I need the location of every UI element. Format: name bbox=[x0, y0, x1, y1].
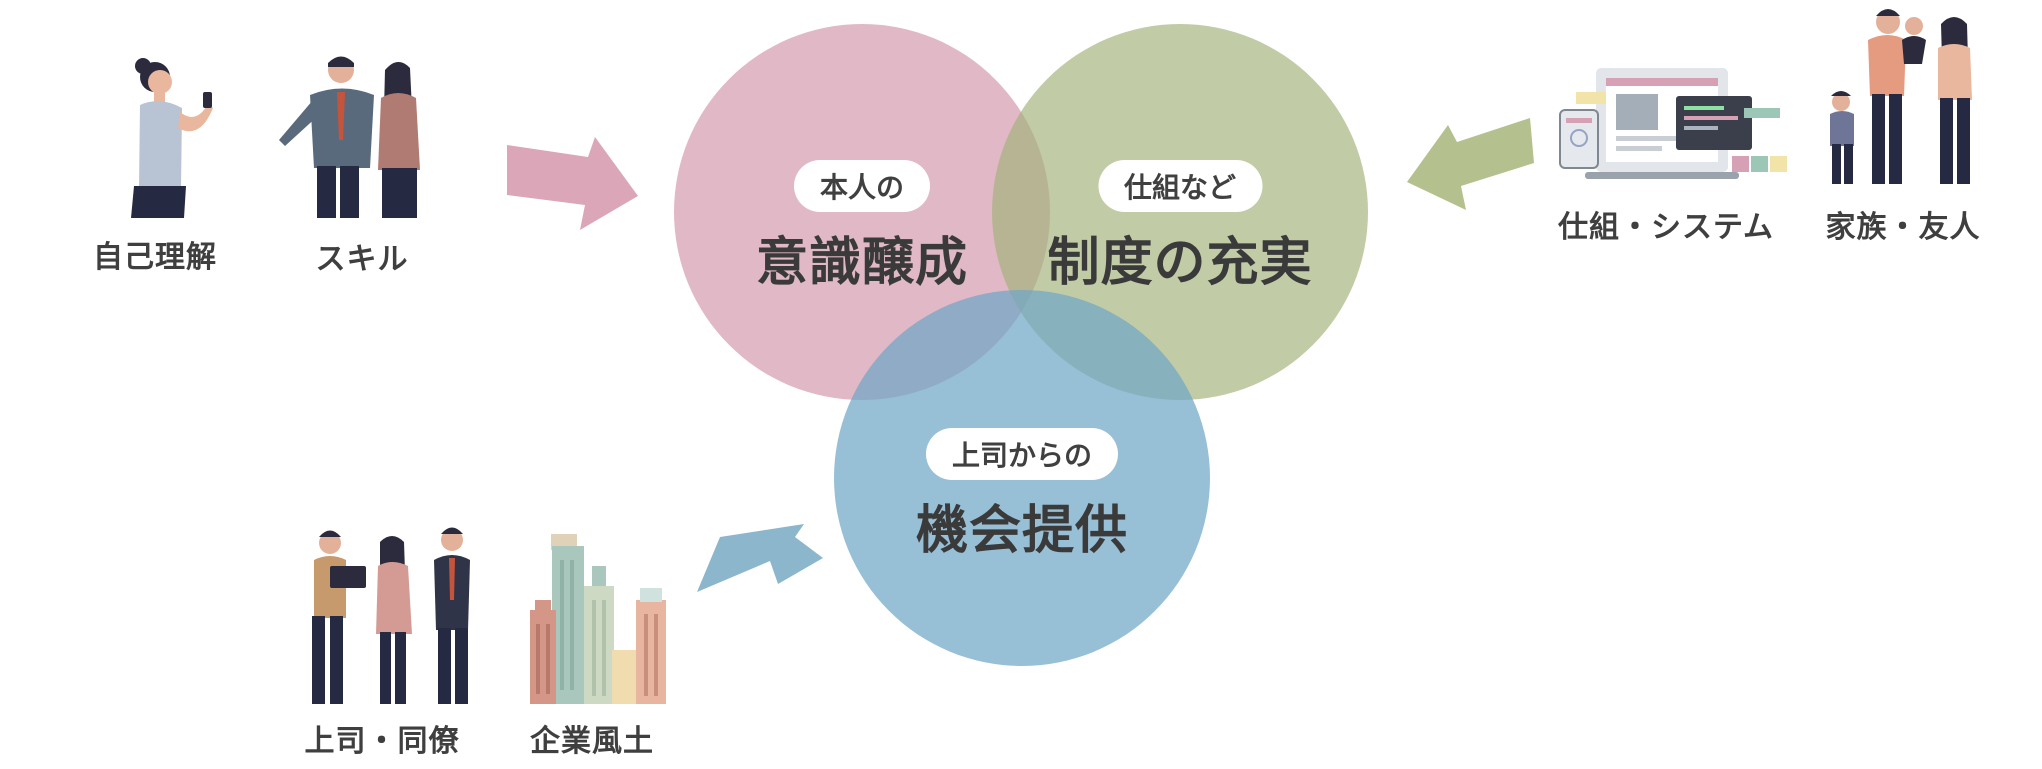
circle-awareness-label: 本人の 意識醸成 bbox=[756, 160, 968, 295]
devices-icon bbox=[1559, 68, 1787, 179]
label-boss-colleagues: 上司・同僚 bbox=[304, 724, 460, 759]
awareness-pill: 本人の bbox=[793, 160, 931, 212]
label-skill: スキル bbox=[315, 242, 409, 277]
family-icon bbox=[1830, 9, 1972, 184]
arrow-green bbox=[1407, 118, 1534, 210]
arrow-blue bbox=[697, 524, 823, 592]
label-system: 仕組・システム bbox=[1557, 210, 1775, 245]
label-corporate-culture: 企業風土 bbox=[530, 724, 654, 759]
system-title: 制度の充実 bbox=[1047, 233, 1313, 293]
awareness-title: 意識醸成 bbox=[755, 233, 969, 293]
system-pill: 仕組など bbox=[1097, 160, 1263, 212]
label-family: 家族・友人 bbox=[1825, 210, 1981, 245]
woman-phone-icon bbox=[131, 58, 213, 218]
buildings-icon bbox=[530, 534, 666, 704]
team-icon bbox=[312, 527, 470, 704]
opportunity-title: 機会提供 bbox=[915, 501, 1129, 561]
circle-opportunity-label: 上司からの 機会提供 bbox=[916, 428, 1128, 563]
label-self-understanding: 自己理解 bbox=[93, 240, 217, 275]
circle-system-label: 仕組など 制度の充実 bbox=[1047, 160, 1312, 295]
opportunity-pill: 上司からの bbox=[925, 428, 1119, 480]
business-pair-icon bbox=[279, 56, 420, 218]
arrow-pink bbox=[507, 137, 638, 230]
